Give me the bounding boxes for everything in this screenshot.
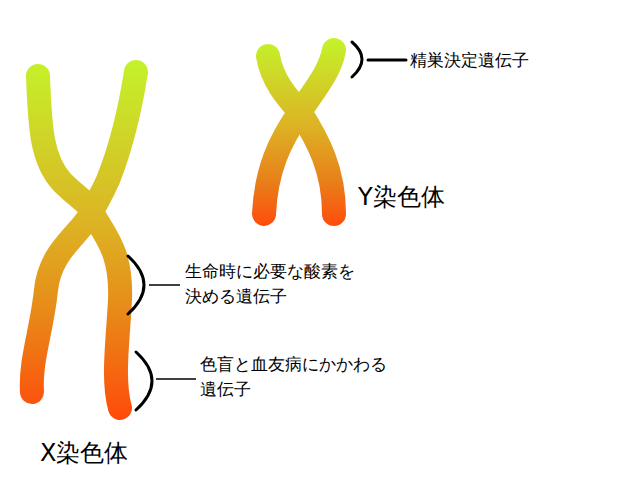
gene-label: 生命時に必要な酸素を決める遺伝子	[185, 259, 355, 308]
y-chromosome-arm	[300, 50, 334, 214]
bracket	[352, 42, 362, 77]
bracket	[136, 352, 152, 410]
leader-line	[156, 378, 196, 380]
gene-label: 色盲と血友病にかかわる遺伝子	[200, 352, 387, 401]
chromosome-label: X染色体	[40, 436, 128, 471]
leader-line	[368, 59, 406, 62]
y-chromosome-arm	[264, 56, 300, 214]
x-chromosome-arm	[32, 76, 92, 392]
leader-line	[149, 284, 180, 286]
chromosome-label: Y染色体	[358, 180, 445, 215]
gene-label: 精巣決定遺伝子	[410, 48, 529, 73]
x-chromosome-arm	[92, 72, 136, 408]
bracket	[128, 256, 144, 314]
